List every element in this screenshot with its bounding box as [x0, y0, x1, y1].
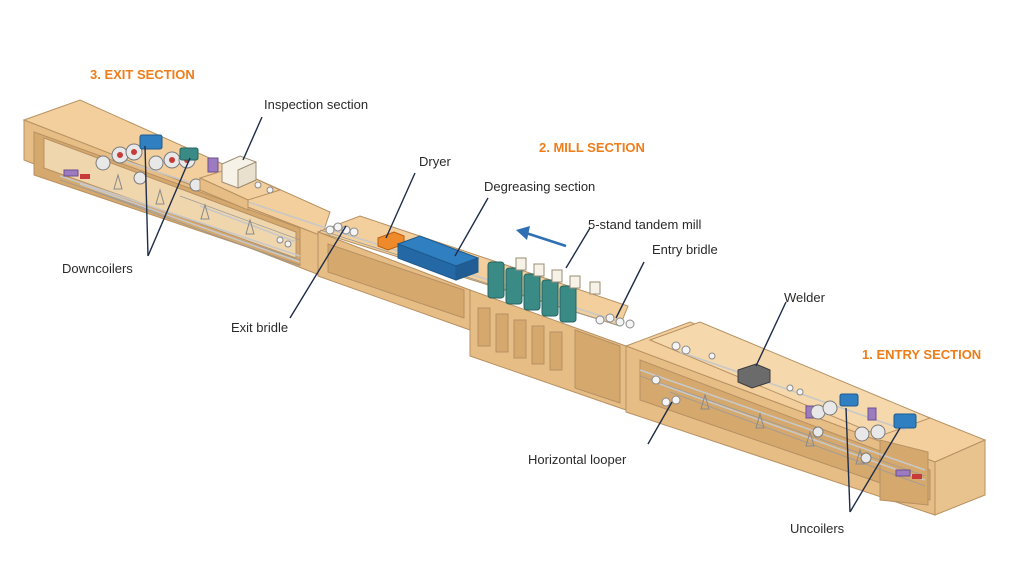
entry-bridle-rolls: [595, 313, 635, 329]
arrow-left-icon: [516, 226, 567, 248]
inspection-unit: [198, 155, 282, 211]
exit-bridle-label: Exit bridle: [231, 320, 288, 335]
entry-section-heading: 1. ENTRY SECTION: [862, 347, 981, 362]
degreasing-unit: [396, 235, 480, 281]
dryer-label: Dryer: [419, 154, 451, 169]
looper-rolls: [651, 341, 804, 407]
horizontal-looper-label: Horizontal looper: [528, 452, 627, 467]
uncoilers-label: Uncoilers: [790, 521, 845, 536]
leader-lines: [144, 116, 901, 513]
inspection-section-label: Inspection section: [264, 97, 368, 112]
welder-unit: [737, 363, 771, 389]
uncoiler-equipment: [805, 393, 922, 479]
tandem-mill-stands: [487, 257, 601, 323]
degreasing-section-label: Degreasing section: [484, 179, 595, 194]
welder-label: Welder: [784, 290, 826, 305]
exit-bridle-rolls: [276, 222, 359, 248]
downcoilers-label: Downcoilers: [62, 261, 133, 276]
mill-section-structure: [316, 215, 629, 411]
entry-bridle-label: Entry bridle: [652, 242, 718, 257]
tandem-mill-label: 5-stand tandem mill: [588, 217, 702, 232]
mill-section-heading: 2. MILL SECTION: [539, 140, 645, 155]
exit-section-heading: 3. EXIT SECTION: [90, 67, 195, 82]
